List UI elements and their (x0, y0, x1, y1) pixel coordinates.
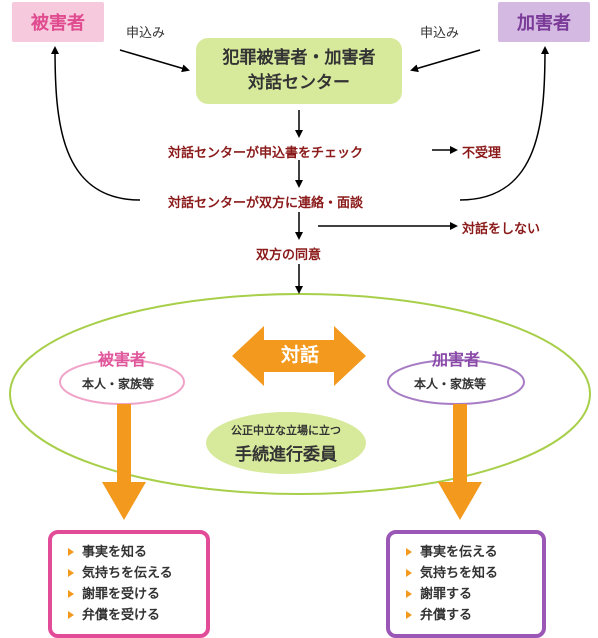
mediator-big-label: 手続進行委員 (235, 444, 337, 465)
list-item: 事実を知る (68, 542, 206, 563)
step-contact: 対話センターが双方に連絡・面談 (168, 196, 364, 211)
dialogue-label: 対話 (280, 344, 319, 366)
offender-label: 加害者 (517, 13, 571, 34)
apply-right-label: 申込み (420, 26, 460, 41)
meeting-ellipse (9, 293, 591, 495)
return-left-curve (51, 46, 141, 201)
list-item: 事実を伝える (406, 542, 542, 563)
offender-party-title: 加害者 (432, 350, 481, 369)
victim-down-arrow (102, 404, 146, 520)
step-reject: 不受理 (462, 146, 502, 161)
victim-party-title: 被害者 (98, 350, 147, 369)
victim-box: 被害者 (12, 2, 104, 42)
mediator-small-label: 公正中立な立場に立つ (231, 423, 341, 437)
offender-party-sub: 本人・家族等 (414, 377, 487, 391)
apply-left-arrow (119, 49, 190, 73)
victim-label: 被害者 (31, 13, 85, 34)
list-item: 弁償を受ける (68, 605, 206, 626)
apply-left-label: 申込み (126, 26, 166, 41)
offender-down-arrow (438, 404, 482, 520)
offender-outcome-box: 事実を伝える 気持ちを知る 謝罪する 弁償する (386, 530, 546, 638)
victim-party-sub: 本人・家族等 (82, 377, 155, 391)
list-item: 謝罪する (406, 584, 542, 605)
list-item: 気持ちを伝える (68, 563, 206, 584)
list-item: 気持ちを知る (406, 563, 542, 584)
return-right-curve (459, 46, 549, 201)
step-no-dialogue: 対話をしない (462, 222, 541, 237)
victim-outcome-box: 事実を知る 気持ちを伝える 謝罪を受ける 弁償を受ける (48, 530, 210, 638)
center-line1: 犯罪被害者・加害者 (222, 48, 376, 68)
dialogue-center-box: 犯罪被害者・加害者 対話センター (196, 38, 402, 104)
dialogue-double-arrow (232, 326, 366, 386)
step-check: 対話センターが申込書をチェック (168, 146, 364, 161)
center-line2: 対話センター (248, 73, 350, 93)
list-item: 謝罪を受ける (68, 584, 206, 605)
list-item: 弁償する (406, 605, 542, 626)
offender-box: 加害者 (498, 2, 590, 42)
mediator-oval: 公正中立な立場に立つ 手続進行委員 (206, 412, 366, 474)
apply-right-arrow (410, 49, 481, 73)
step-consent: 双方の同意 (256, 248, 322, 263)
